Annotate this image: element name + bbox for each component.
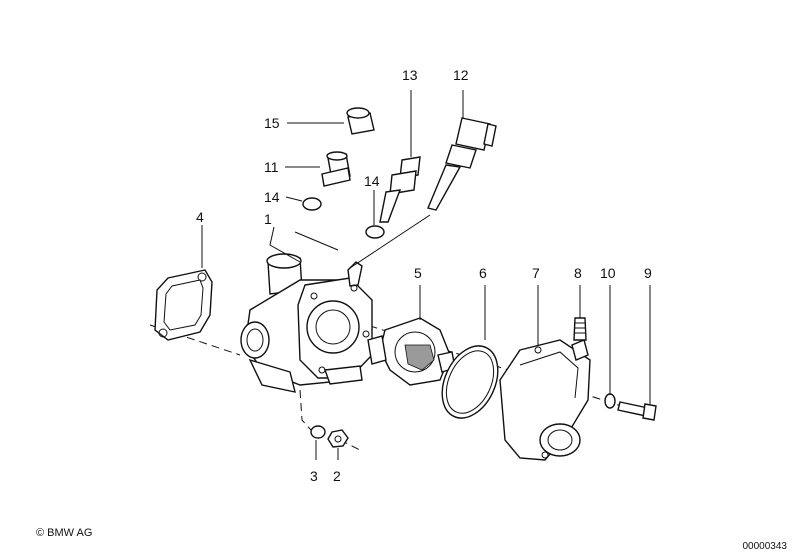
sealing-ring-part-14-lower [365,225,385,239]
callout-label-3: 3 [310,468,318,484]
callout-label-14a: 14 [264,189,280,205]
gasket-part-4 [154,269,213,341]
callout-label-10: 10 [600,265,616,281]
callout-label-1: 1 [264,211,272,227]
o-ring-part-6 [441,345,499,419]
callout-label-2: 2 [333,468,341,484]
callout-label-7: 7 [532,265,540,281]
callout-label-4: 4 [196,209,204,225]
callout-label-15: 15 [264,115,280,131]
washer-part-10 [604,393,616,409]
plug-part-15 [346,107,375,135]
callout-label-9: 9 [644,265,652,281]
thermostat-housing-part-1 [240,253,373,393]
sealing-ring-part-14-upper [302,197,322,211]
callout-label-14b: 14 [364,173,380,189]
temperature-sensor-part-13 [379,156,421,223]
thermostat-cover-part-7 [499,339,591,461]
callout-label-11: 11 [264,159,279,175]
nut-part-2 [327,429,349,448]
callout-label-5: 5 [414,265,422,281]
copyright-notice: © BMW AG [36,527,93,539]
temperature-sensor-part-12 [427,117,497,211]
callout-label-6: 6 [479,265,487,281]
bleed-screw-part-8 [573,317,587,341]
callout-label-12: 12 [453,67,469,83]
leader-lines [201,90,651,460]
callout-label-13: 13 [402,67,418,83]
temperature-switch-part-11 [321,151,351,187]
washer-part-3 [310,425,326,439]
document-id: 00000343 [742,541,788,552]
callout-label-8: 8 [574,265,582,281]
bolt-part-9 [617,401,657,421]
thermostat-part-5 [367,317,456,386]
